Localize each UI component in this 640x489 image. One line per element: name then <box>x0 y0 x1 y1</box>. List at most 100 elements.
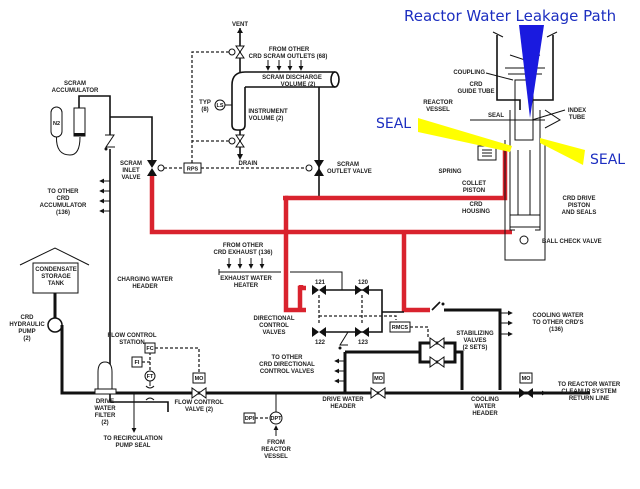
flow-control-mo-box: MO <box>192 372 206 384</box>
stabilizing-to-header <box>455 350 464 390</box>
guide-tube-1: CRD <box>470 82 484 88</box>
seal-beam-right <box>540 138 585 165</box>
cwh-1: COOLING <box>471 397 499 403</box>
to-other-acc-3: ACCUMULATOR <box>40 203 87 209</box>
scram-accumulator-1: SCRAM <box>64 81 86 87</box>
dcv-120-icon[interactable] <box>355 285 369 295</box>
vent-label: VENT <box>232 22 248 28</box>
pump-1: CRD <box>21 315 35 321</box>
filter-2: WATER <box>94 406 116 412</box>
cooling-other-2: TO OTHER CRD'S <box>533 320 584 326</box>
check-pivot <box>104 147 108 151</box>
dwh-2: HEADER <box>330 404 356 410</box>
dcv-121-label: 121 <box>315 280 326 286</box>
inflow-arrows <box>265 60 304 71</box>
exhaust-header-line <box>218 269 281 275</box>
dcv-123-label: 123 <box>358 340 369 346</box>
svg-text:DPT: DPT <box>271 416 283 422</box>
from-rv-3: VESSEL <box>264 454 288 460</box>
fc-signal <box>155 347 200 373</box>
filter-4: (2) <box>101 420 108 426</box>
housing-1: CRD <box>470 202 484 208</box>
vent-arrow-icon <box>237 28 243 33</box>
cooling-arrows <box>500 310 513 337</box>
scram-inlet-1: SCRAM <box>120 161 142 167</box>
typ-label-2: (8) <box>201 107 208 113</box>
accumulator-check-icon <box>105 134 115 148</box>
drive-water-main-line <box>60 325 590 395</box>
cooling-other-3: (136) <box>549 327 563 333</box>
dcv-label-2: CONTROL <box>259 323 289 329</box>
flow-control-valve-icon[interactable] <box>191 387 207 399</box>
to-other-acc-1: TO OTHER <box>48 189 80 195</box>
recirc-1: TO RECIRCULATION <box>103 436 162 442</box>
exhaust-2: HEATER <box>234 283 259 289</box>
fcv-1: FLOW CONTROL <box>175 400 224 406</box>
rps-box: RPS <box>183 162 202 174</box>
n2-line <box>55 136 81 156</box>
rwcu-1: TO REACTOR WATER <box>558 382 621 388</box>
svg-text:DPI: DPI <box>245 416 255 422</box>
coupling-leader <box>485 72 514 81</box>
svg-text:FI: FI <box>135 360 140 366</box>
rps-signal-vent <box>191 51 229 166</box>
dcv-123-icon[interactable] <box>355 327 369 337</box>
fcs-2: STATION <box>119 340 144 346</box>
leakage-path-title: Reactor Water Leakage Path <box>404 7 616 25</box>
vent-valve-icon[interactable] <box>228 45 245 59</box>
from-rv-1: FROM <box>267 440 285 446</box>
stab-1: STABILIZING <box>456 331 494 337</box>
from-other-outlets-2: CRD SCRAM OUTLETS (68) <box>249 54 328 60</box>
instrument-volume-2: VOLUME (2) <box>249 116 284 122</box>
drain-arrow-icon <box>237 154 243 160</box>
rwcu-2: CLEANUP SYSTEM <box>561 389 616 395</box>
stabilizing-valve-2-icon[interactable] <box>429 356 445 368</box>
dcv-121-icon[interactable] <box>312 285 326 295</box>
cst-1: CONDENSATE <box>35 267 77 273</box>
pump-2: HYDRAULIC <box>9 322 45 328</box>
exhaust-to-dcv <box>290 271 343 290</box>
stabilizing-valve-1-icon[interactable] <box>429 337 445 349</box>
cst-3: TANK <box>48 281 65 287</box>
reactor-vessel-2: VESSEL <box>426 107 450 113</box>
rwcu-valve-icon[interactable] <box>519 388 533 398</box>
drive-piston-3: AND SEALS <box>562 210 597 216</box>
drive-water-pressure-valve-icon[interactable] <box>370 387 386 399</box>
to-other-acc-2: CRD <box>57 196 71 202</box>
scram-outlet-label-2: OUTLET VALVE <box>327 169 372 175</box>
seal-label-left: SEAL <box>376 116 411 132</box>
rwcu-mo-box: MO <box>519 372 533 384</box>
cooling-check-icon <box>431 301 441 311</box>
drain-valve-icon[interactable] <box>228 134 245 148</box>
drive-water-mo-box: MO <box>372 372 385 384</box>
dcv-check-pivot <box>338 346 342 350</box>
crd-drive-mechanism <box>470 31 561 261</box>
seal-small-label: SEAL <box>488 113 504 119</box>
scram-discharge-volume <box>231 71 340 131</box>
index-tube-leader <box>531 109 566 121</box>
scram-inlet-valve-icon[interactable] <box>147 160 165 176</box>
instrument-volume-1: INSTRUMENT <box>248 109 288 115</box>
scram-outlet-valve-icon[interactable] <box>305 160 324 176</box>
svg-text:MO: MO <box>374 376 384 382</box>
accumulator-line <box>78 95 111 135</box>
rmcs-signal <box>410 326 429 338</box>
from-exhaust-1: FROM OTHER <box>223 243 264 249</box>
exhaust-1: EXHAUST WATER <box>220 276 272 282</box>
svg-text:FT: FT <box>147 374 154 380</box>
pump-4: (2) <box>23 336 30 342</box>
crd-pump-icon <box>47 317 63 333</box>
accumulator-cylinder-icon <box>73 107 86 137</box>
svg-text:N2: N2 <box>53 121 60 127</box>
fcv-2: VALVE (2) <box>185 407 213 413</box>
cwh-2: WATER <box>474 404 496 410</box>
drain-label: DRAIN <box>239 161 258 167</box>
guide-tube-2: GUIDE TUBE <box>457 89 494 95</box>
nitrogen-bottle-icon: N2 <box>50 106 63 138</box>
svg-text:MO: MO <box>522 376 532 382</box>
filter-3: FILTER <box>95 413 116 419</box>
dcv-label-1: DIRECTIONAL <box>254 316 295 322</box>
spring-label: SPRING <box>438 169 461 175</box>
dcv-122-icon[interactable] <box>312 327 326 337</box>
